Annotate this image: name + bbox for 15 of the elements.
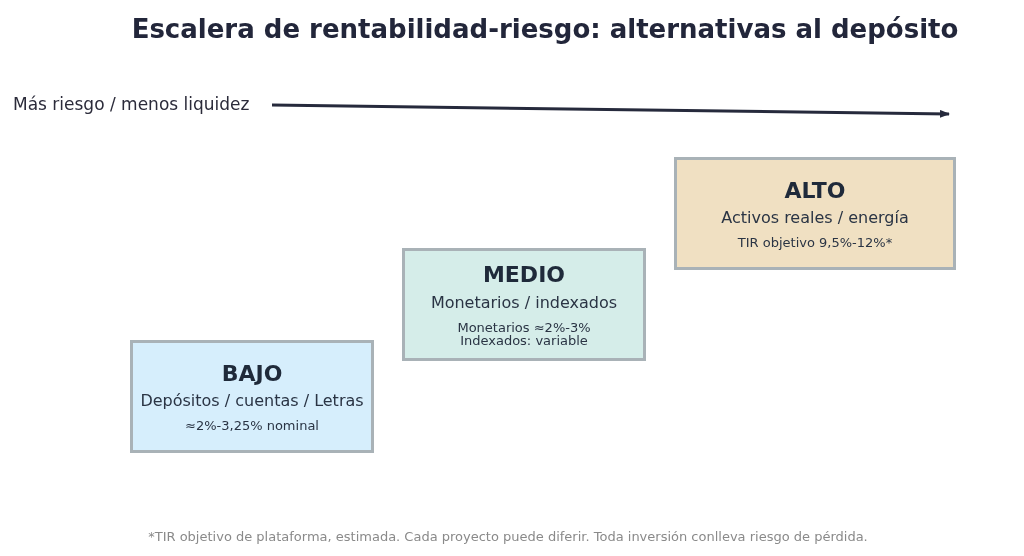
level-detail: ≈2%-3,25% nominal <box>185 419 319 434</box>
level-box <box>674 157 956 270</box>
level-subtitle: Monetarios / indexados <box>430 292 618 313</box>
level-heading: MEDIO <box>482 261 566 289</box>
level-detail: Monetarios ≈2%-3% Indexados: variable <box>456 320 592 348</box>
axis-label: Más riesgo / menos liquidez <box>13 93 250 116</box>
level-subtitle: Depósitos / cuentas / Letras <box>140 391 364 412</box>
level-heading: ALTO <box>784 176 846 205</box>
level-box <box>130 340 374 453</box>
footnote: *TIR objetivo de plataforma, estimada. Cada proyecto puede diferir. Toda inversión conlleva riesgo de pérdida. <box>147 528 869 546</box>
diagram-title: Escalera de rentabilidad-riesgo: alternativas al depósito <box>130 13 960 46</box>
level-heading: BAJO <box>221 359 283 388</box>
level-box <box>402 248 646 361</box>
level-detail: TIR objetivo 9,5%-12%* <box>737 236 893 251</box>
level-subtitle: Activos reales / energía <box>721 208 909 229</box>
